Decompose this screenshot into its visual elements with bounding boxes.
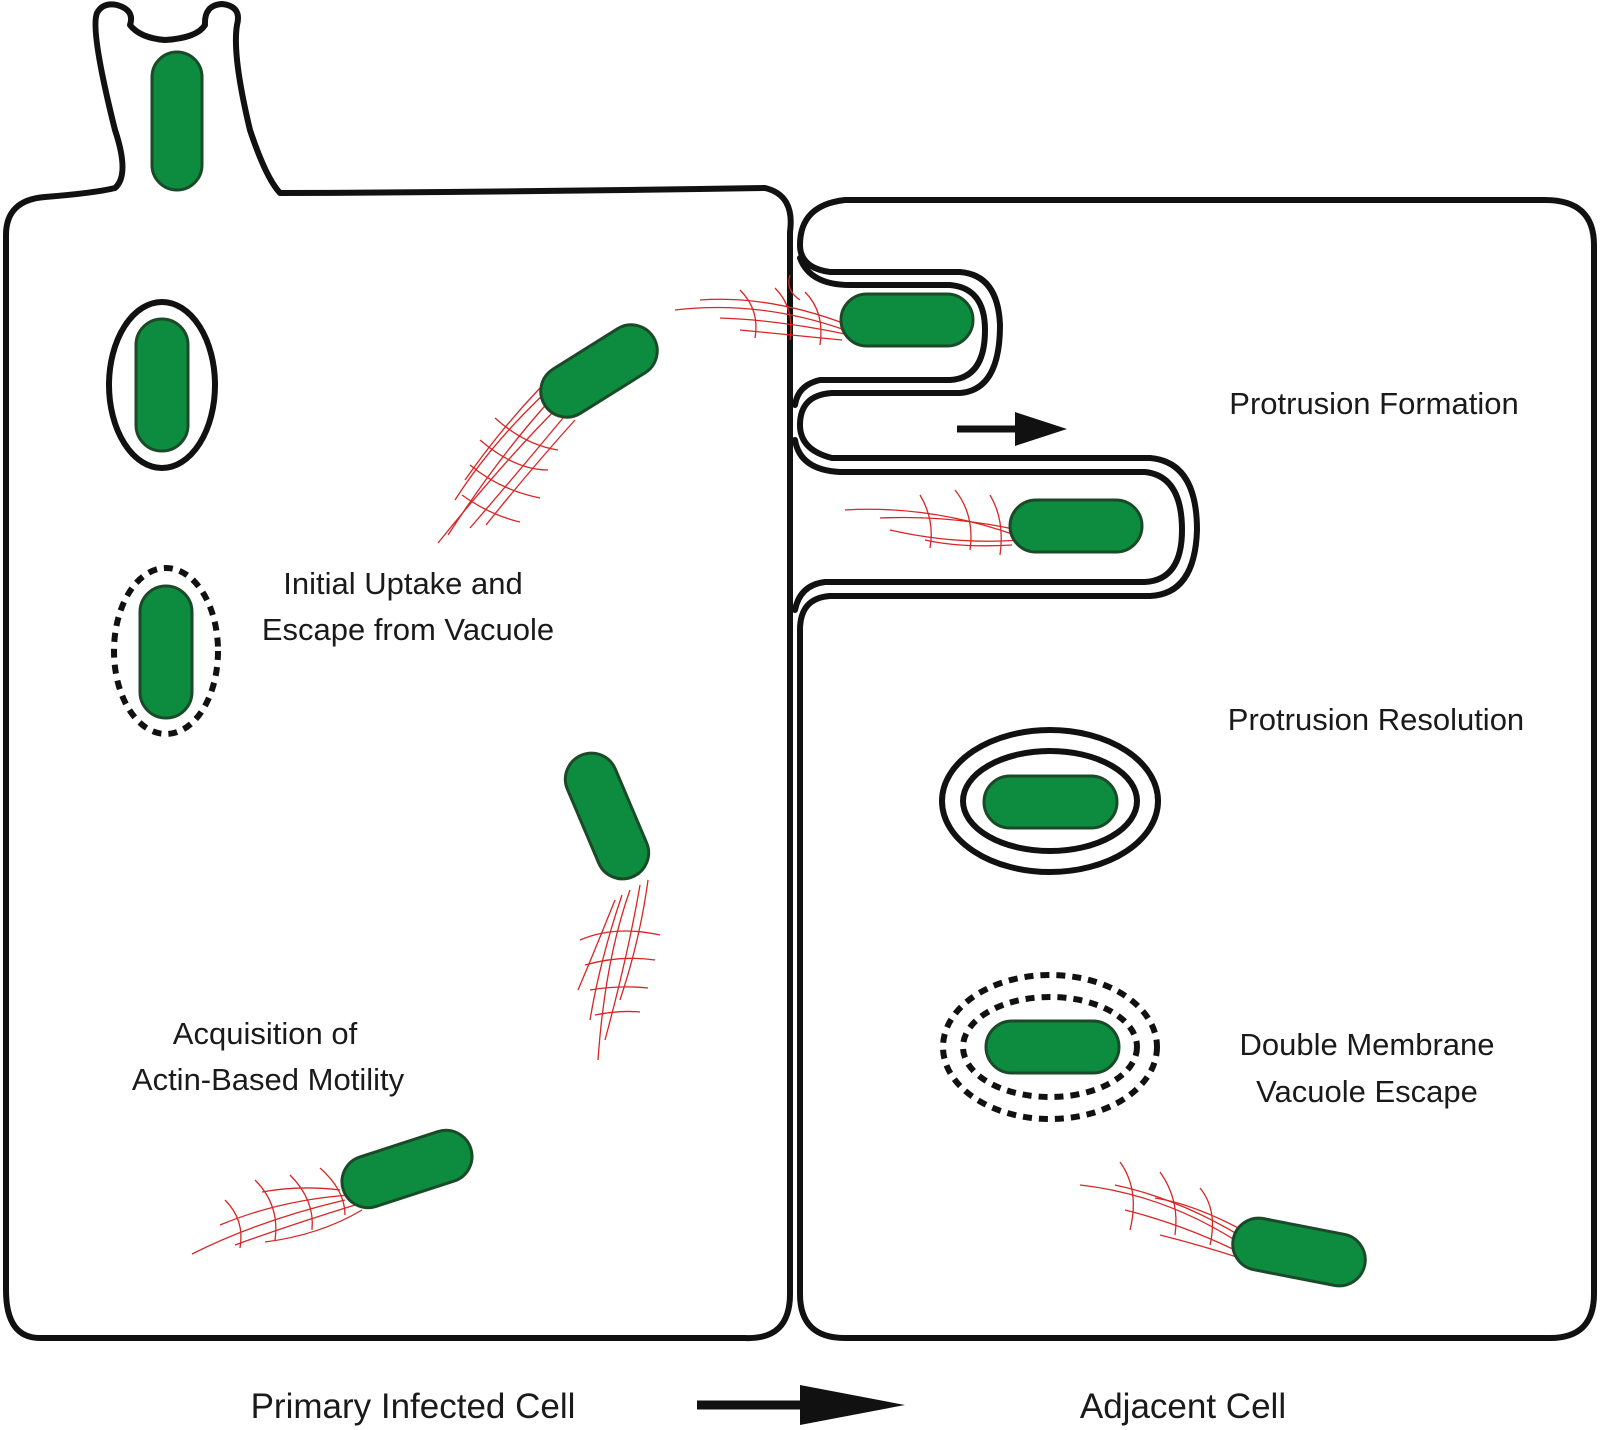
protrusion-inner-membrane-1: [792, 255, 988, 408]
bacterium-double-vacuole: [982, 774, 1119, 830]
adjacent-cell-membrane: [797, 197, 1597, 1341]
escaping-vacuole-outer: [940, 972, 1160, 1122]
actin-tail-4: [674, 274, 851, 346]
label-acquisition-line1: Acquisition of: [173, 1016, 358, 1051]
bacterium-uptake: [150, 50, 204, 192]
bacterium-motile-1: [539, 323, 659, 419]
bacterium-escaping-double-vacuole: [984, 1019, 1121, 1075]
label-initial-uptake-line1: Initial Uptake and: [283, 566, 523, 601]
double-membrane-vacuole-outer: [939, 727, 1161, 875]
actin-tail-3: [191, 1167, 363, 1255]
label-acquisition-line2: Actin-Based Motility: [132, 1062, 405, 1097]
bacterium-in-vacuole: [134, 317, 190, 453]
intact-vacuole: [106, 299, 218, 471]
label-primary-cell: Primary Infected Cell: [251, 1387, 576, 1426]
actin-tail-1: [437, 387, 576, 544]
label-double-membrane-line2: Vacuole Escape: [1256, 1074, 1478, 1109]
ruptured-vacuole: [111, 565, 221, 737]
bacterium-escaping-vacuole: [138, 584, 194, 720]
spread-direction-arrow-head: [800, 1385, 905, 1425]
protrusion-direction-arrow-head: [1015, 412, 1067, 446]
actin-tail-2: [577, 879, 661, 1061]
protrusion-inner-membrane-2: [792, 437, 1185, 613]
bacterium-adjacent-free: [1231, 1216, 1367, 1288]
bacterium-protrusion-1: [839, 292, 975, 348]
label-adjacent-cell: Adjacent Cell: [1080, 1387, 1286, 1426]
actin-tail-5: [844, 489, 1021, 556]
bacterium-motile-2: [563, 751, 651, 881]
label-protrusion-formation: Protrusion Formation: [1229, 386, 1518, 421]
bacterium-protrusion-2: [1008, 498, 1144, 554]
bacterium-motile-3: [340, 1128, 474, 1210]
label-double-membrane-line1: Double Membrane: [1239, 1027, 1494, 1062]
label-initial-uptake-line2: Escape from Vacuole: [262, 612, 554, 647]
escaping-vacuole-inner: [960, 994, 1140, 1100]
label-protrusion-resolution: Protrusion Resolution: [1228, 702, 1524, 737]
primary-cell-membrane: [3, 1, 794, 1342]
double-membrane-vacuole-inner: [960, 748, 1140, 854]
